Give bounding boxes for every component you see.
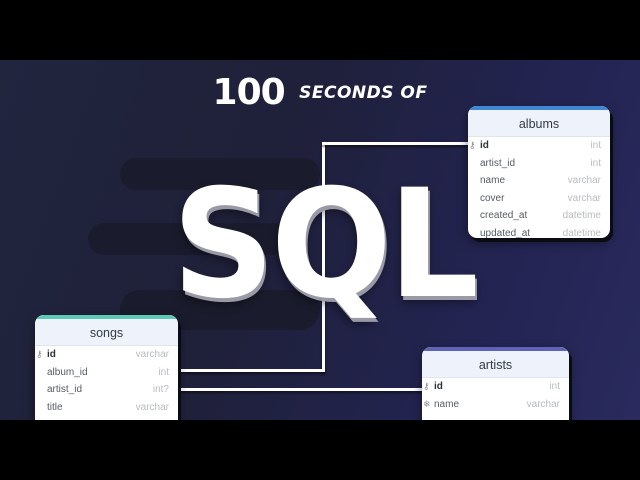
column-type: datetime bbox=[562, 210, 601, 222]
connector-albums-vertical bbox=[322, 142, 325, 372]
table-row[interactable]: cover varchar bbox=[468, 190, 610, 208]
key-icon: ⚷ bbox=[423, 381, 430, 392]
title-subtitle: SECONDS OF bbox=[299, 82, 428, 103]
column-type: int? bbox=[152, 384, 169, 396]
video-title: 100 SECONDS OF bbox=[0, 72, 640, 113]
connector-songs-album bbox=[180, 369, 325, 372]
title-number: 100 bbox=[212, 72, 286, 113]
column-name: name bbox=[434, 398, 460, 410]
column-type: int bbox=[590, 157, 601, 169]
column-type: int bbox=[158, 366, 169, 378]
column-name: artist_id bbox=[47, 384, 83, 396]
table-row[interactable]: created_at datetime bbox=[468, 207, 610, 225]
column-type: datetime bbox=[562, 227, 601, 238]
column-name: id bbox=[480, 140, 489, 152]
column-type: varchar bbox=[135, 349, 169, 361]
column-name: cover bbox=[480, 192, 505, 204]
diagram-canvas: 100 SECONDS OF SQL albums ⚷ id int artist_… bbox=[0, 60, 640, 420]
column-name: id bbox=[47, 349, 56, 361]
key-icon: ⚷ bbox=[469, 140, 476, 151]
table-artists[interactable]: artists ⚷ id int ❄name varchar bbox=[422, 347, 569, 420]
column-type: varchar bbox=[135, 401, 169, 413]
connector-albums-horizontal bbox=[322, 142, 468, 145]
table-row[interactable]: title varchar bbox=[35, 399, 178, 417]
bg-shape bbox=[120, 158, 320, 190]
table-header: songs bbox=[35, 315, 178, 346]
table-header: artists bbox=[422, 347, 569, 378]
column-type: varchar bbox=[567, 192, 601, 204]
column-type: int bbox=[590, 140, 601, 152]
column-name: updated_at bbox=[480, 227, 531, 238]
column-name: title bbox=[47, 401, 63, 413]
table-header: albums bbox=[468, 106, 610, 137]
column-type: varchar bbox=[526, 398, 560, 410]
column-type: int bbox=[549, 381, 560, 393]
headline-sql: SQL bbox=[172, 158, 479, 332]
table-row[interactable]: updated_at datetime bbox=[468, 225, 610, 238]
table-row[interactable]: ⚷ id varchar bbox=[35, 346, 178, 364]
table-row[interactable]: artist_id int bbox=[468, 155, 610, 173]
column-name: name bbox=[480, 175, 506, 187]
index-icon: ❄ bbox=[423, 398, 431, 409]
table-row[interactable]: ⚷ id int bbox=[468, 137, 610, 155]
table-row[interactable]: ⚷ id int bbox=[422, 378, 569, 396]
column-name: created_at bbox=[480, 210, 528, 222]
key-icon: ⚷ bbox=[36, 349, 43, 360]
column-type: varchar bbox=[567, 175, 601, 187]
table-row[interactable]: artist_id int? bbox=[35, 381, 178, 399]
bg-shape bbox=[88, 223, 288, 255]
connector-songs-artist bbox=[180, 388, 424, 391]
table-row[interactable]: ❄name varchar bbox=[422, 396, 569, 414]
table-albums[interactable]: albums ⚷ id int artist_id int name varchar c… bbox=[468, 106, 610, 238]
table-row[interactable]: album_id int bbox=[35, 364, 178, 382]
column-name: album_id bbox=[47, 366, 88, 378]
column-name: id bbox=[434, 381, 443, 393]
column-name: artist_id bbox=[480, 157, 516, 169]
table-row[interactable]: name varchar bbox=[468, 172, 610, 190]
table-songs[interactable]: songs ⚷ id varchar album_id int artist_id in… bbox=[35, 315, 178, 420]
